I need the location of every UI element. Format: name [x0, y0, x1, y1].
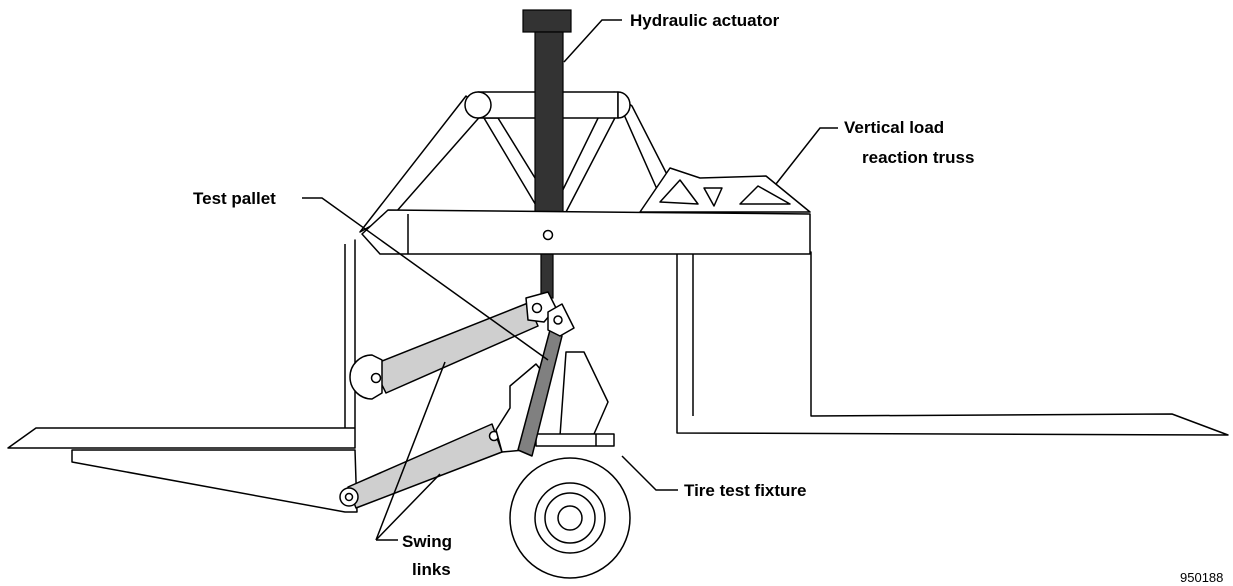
label-test-pallet: Test pallet	[193, 189, 276, 208]
leader-tire-test-fixture	[621, 455, 678, 491]
left-ground-beam	[7, 239, 358, 513]
label-vertical-load-line2: reaction truss	[862, 148, 974, 167]
label-hydraulic-actuator: Hydraulic actuator	[630, 11, 780, 30]
leader-hydraulic-actuator	[563, 19, 622, 63]
link-pivots	[339, 291, 557, 507]
tire-test-fixture	[535, 351, 615, 447]
right-ground-beam	[676, 251, 1229, 436]
pallet-bracket	[495, 363, 547, 453]
leader-swing-link-2	[375, 473, 441, 541]
label-swing-links-line2: links	[412, 560, 451, 579]
main-cross-beam	[361, 209, 811, 255]
label-tire-test-fixture: Tire test fixture	[684, 481, 807, 500]
leader-swing-link-1	[375, 361, 446, 541]
leader-test-pallet	[302, 197, 549, 361]
label-vertical-load-line1: Vertical load	[844, 118, 944, 137]
figure-id: 950188	[1180, 570, 1223, 585]
tire	[509, 457, 631, 579]
leader-vertical-load	[775, 127, 838, 185]
vertical-load-reaction-truss	[639, 167, 811, 213]
test-pallet	[517, 303, 575, 457]
beam-pivot-pin	[542, 229, 554, 241]
label-swing-links-line1: Swing	[402, 532, 452, 551]
leader-lines	[302, 19, 838, 541]
hydraulic-actuator	[522, 9, 572, 299]
swing-links	[347, 302, 539, 509]
